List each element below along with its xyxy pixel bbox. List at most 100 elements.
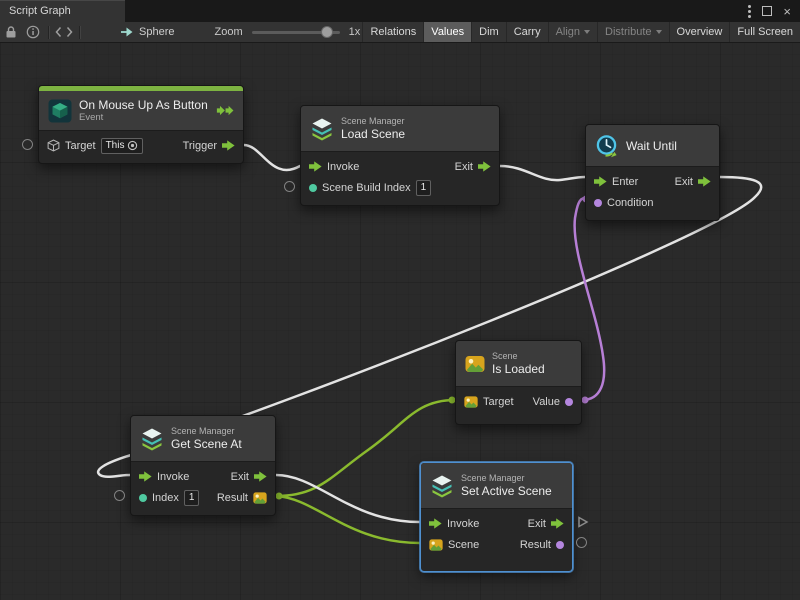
node-get-scene-at[interactable]: Scene Manager Get Scene At Invoke Exit I… xyxy=(130,415,276,516)
result-output-port[interactable]: Result xyxy=(520,539,564,551)
dim-button[interactable]: Dim xyxy=(471,22,506,42)
target-value-field[interactable]: This xyxy=(100,137,144,154)
result-output-port[interactable]: Result xyxy=(217,491,267,505)
node-wait-until[interactable]: Wait Until Enter Exit Condition xyxy=(585,124,720,221)
button-label: Carry xyxy=(513,26,541,38)
gameobject-cube-icon xyxy=(47,139,60,152)
edit-script-icon[interactable] xyxy=(53,22,75,42)
exit-output-port[interactable]: Exit xyxy=(675,176,711,188)
int-port-dot xyxy=(309,183,317,192)
unconnected-flow-port-triangle[interactable] xyxy=(577,516,589,528)
unconnected-port-circle[interactable] xyxy=(114,490,125,501)
scene-input-port[interactable]: Scene xyxy=(429,538,479,552)
graph-toolbar: Sphere Zoom 1x Relations Values Dim Carr… xyxy=(0,22,800,43)
port-label: Result xyxy=(519,538,551,551)
node-load-scene[interactable]: Scene Manager Load Scene Invoke Exit Sce… xyxy=(300,105,500,206)
toolbar-separator xyxy=(79,25,80,39)
target-input-port[interactable]: Target xyxy=(464,395,514,409)
button-label: Distribute xyxy=(605,26,652,38)
port-label: Invoke xyxy=(157,470,190,483)
zoom-label: Zoom xyxy=(214,26,243,38)
graph-breadcrumb[interactable]: Sphere xyxy=(120,26,174,38)
lock-icon[interactable] xyxy=(0,22,22,42)
flow-arrow-icon xyxy=(551,518,564,529)
exit-output-port[interactable]: Exit xyxy=(455,161,491,173)
node-subtitle: Event xyxy=(79,112,104,123)
node-header: Scene Manager Load Scene xyxy=(301,106,499,152)
node-on-mouse-up-as-button[interactable]: On Mouse Up As Button Event Target This … xyxy=(38,85,244,164)
carry-button[interactable]: Carry xyxy=(505,22,548,42)
zoom-slider-track[interactable] xyxy=(251,30,340,34)
enter-input-port[interactable]: Enter xyxy=(594,176,638,188)
button-label: Align xyxy=(555,26,581,38)
node-title: Load Scene xyxy=(341,126,406,141)
maximize-icon[interactable] xyxy=(762,6,773,16)
node-header: On Mouse Up As Button Event xyxy=(39,91,243,131)
scene-build-index-input-port[interactable]: Scene Build Index 1 xyxy=(309,179,432,196)
node-header: Scene Manager Get Scene At xyxy=(131,416,275,462)
condition-input-port[interactable]: Condition xyxy=(594,197,653,209)
button-label: Values xyxy=(431,26,465,38)
flow-arrow-icon xyxy=(309,161,322,172)
index-field[interactable]: 1 xyxy=(183,489,200,506)
unconnected-port-circle[interactable] xyxy=(576,537,587,548)
distribute-button[interactable]: Distribute xyxy=(597,22,668,42)
full-screen-button[interactable]: Full Screen xyxy=(729,22,800,42)
flow-arrow-icon xyxy=(478,161,491,172)
port-label: Exit xyxy=(454,160,473,173)
port-label: Scene xyxy=(448,538,480,551)
toolbar-buttons: Relations Values Dim Carry Align Distrib… xyxy=(362,22,800,42)
zoom-slider-handle[interactable] xyxy=(321,26,334,38)
scene-build-index-field[interactable]: 1 xyxy=(415,179,432,196)
invoke-input-port[interactable]: Invoke xyxy=(309,161,359,173)
close-icon[interactable]: × xyxy=(783,3,791,19)
overview-button[interactable]: Overview xyxy=(668,22,730,42)
exit-output-port[interactable]: Exit xyxy=(528,518,564,530)
scene-icon xyxy=(464,395,478,409)
target-input-port[interactable]: Target This xyxy=(47,137,144,154)
scene-icon xyxy=(465,354,485,374)
node-body: Target This Trigger xyxy=(39,131,243,163)
node-category: Scene Manager xyxy=(341,115,405,126)
exit-output-port[interactable]: Exit xyxy=(231,471,267,483)
zoom-slider[interactable] xyxy=(251,22,340,42)
info-icon[interactable] xyxy=(22,22,44,42)
trigger-output-port[interactable]: Trigger xyxy=(183,140,235,152)
dropdown-caret-icon xyxy=(584,30,591,34)
align-button[interactable]: Align xyxy=(547,22,597,42)
node-body: Invoke Exit Scene Build Index 1 xyxy=(301,152,499,205)
kebab-menu-icon[interactable] xyxy=(748,4,752,18)
bool-port-dot xyxy=(565,397,573,406)
port-label: Value xyxy=(532,395,560,408)
relations-button[interactable]: Relations xyxy=(362,22,423,42)
node-title: Wait Until xyxy=(626,138,677,153)
scene-manager-icon xyxy=(140,427,164,451)
tab-strip: Script Graph × xyxy=(0,0,800,22)
invoke-input-port[interactable]: Invoke xyxy=(429,518,479,530)
port-label: Exit xyxy=(674,175,693,188)
invoke-input-port[interactable]: Invoke xyxy=(139,471,189,483)
index-input-port[interactable]: Index 1 xyxy=(139,489,200,506)
node-category: Scene Manager xyxy=(171,425,235,436)
tab-script-graph[interactable]: Script Graph xyxy=(0,0,125,22)
dropdown-caret-icon xyxy=(655,30,662,34)
scene-build-index-value: 1 xyxy=(420,182,427,193)
value-output-port[interactable]: Value xyxy=(533,396,573,408)
values-button[interactable]: Values xyxy=(423,22,472,42)
unconnected-port-circle[interactable] xyxy=(284,181,295,192)
node-title: On Mouse Up As Button xyxy=(79,97,208,112)
flow-arrow-icon xyxy=(429,518,442,529)
port-label: Result xyxy=(216,491,248,504)
node-is-loaded[interactable]: Scene Is Loaded Target Value xyxy=(455,340,582,425)
unconnected-port-circle[interactable] xyxy=(22,139,33,150)
wait-clock-icon xyxy=(595,134,619,158)
node-title: Is Loaded xyxy=(492,361,545,376)
port-label: Invoke xyxy=(447,517,480,530)
port-label: Trigger xyxy=(182,139,217,152)
node-body: Invoke Exit Scene Result xyxy=(421,509,572,571)
node-body: Target Value xyxy=(456,387,581,424)
toolbar-separator xyxy=(48,25,49,39)
bool-port-dot xyxy=(594,198,602,207)
scene-manager-icon xyxy=(310,117,334,141)
node-set-active-scene[interactable]: Scene Manager Set Active Scene Invoke Ex… xyxy=(420,462,573,572)
